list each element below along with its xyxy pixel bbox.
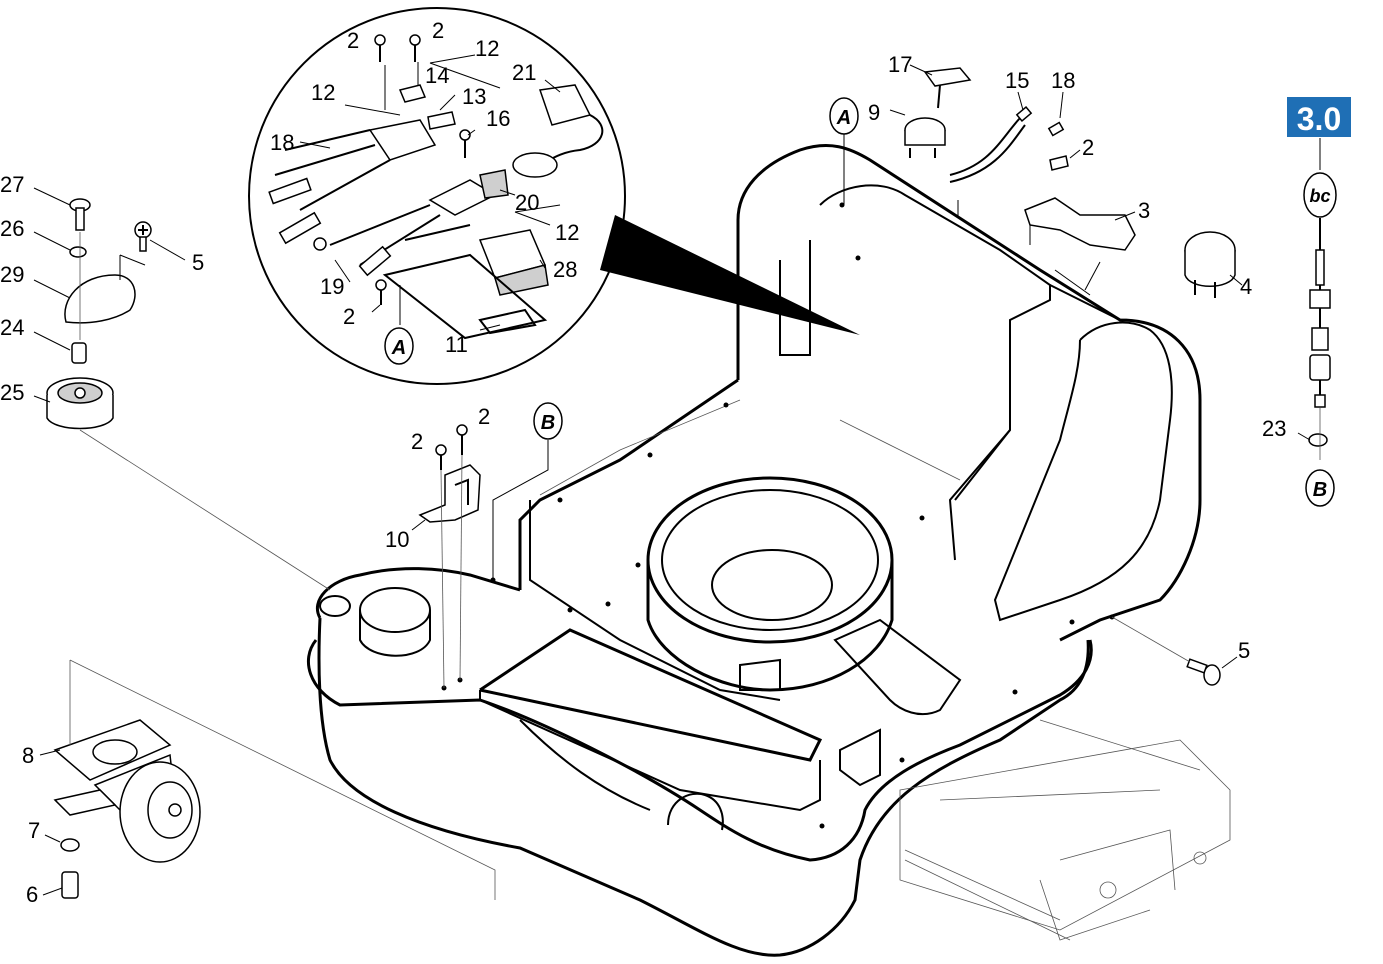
part-number-21: 21 [512,60,536,85]
part-number-4: 4 [1240,274,1252,299]
connector-assembly [268,34,604,340]
part-number-10: 10 [385,527,409,552]
part-number-27: 27 [0,172,24,197]
part-number-6: 6 [26,882,38,907]
part-number-12-zoom-c: 12 [555,220,579,245]
ref-marker-a-zoom-label: A [391,337,406,359]
ref-marker-b-right-label: B [1313,479,1327,501]
part-number-23: 23 [1262,416,1286,441]
part-number-2-zoom-c: 2 [343,304,355,329]
ref-marker-a-top-label: A [836,107,851,129]
part-number-24: 24 [0,315,24,340]
part-number-17: 17 [888,52,912,77]
part-number-3: 3 [1138,198,1150,223]
chassis-body [306,143,1231,957]
part-number-2-right: 2 [1082,135,1094,160]
part-number-19: 19 [320,274,344,299]
part-number-2-zoom-a: 2 [347,28,359,53]
part-number-16: 16 [486,106,510,131]
ref-marker-b-right: B [1305,469,1335,507]
part-number-12-zoom-a: 12 [475,36,499,61]
ref-marker-bc: bc [1303,172,1337,218]
part-number-5-right: 5 [1238,638,1250,663]
bracket-parts [411,424,549,689]
left-mount-parts [46,198,496,900]
section-badge-label: 3.0 [1297,101,1341,137]
right-top-parts [889,64,1243,686]
bowden-cable-assembly [1297,138,1331,460]
section-badge: 3.0 [1287,97,1351,137]
part-number-8: 8 [22,743,34,768]
part-number-9: 9 [868,100,880,125]
part-number-29: 29 [0,262,24,287]
part-number-25: 25 [0,380,24,405]
ref-marker-bc-label: bc [1309,186,1330,206]
ref-marker-b-mid: B [533,402,563,440]
part-number-11: 11 [445,332,468,357]
ref-marker-a-top: A [829,97,859,205]
part-number-14: 14 [425,63,449,88]
detail-zoom-circle [248,7,860,385]
part-number-26: 26 [0,216,24,241]
part-number-2-zoom-b: 2 [432,18,444,43]
part-number-18-zoom: 18 [270,130,294,155]
part-number-labels: 27 26 29 24 25 5 8 7 6 2 2 12 14 12 13 2… [0,18,1286,907]
part-number-7: 7 [28,818,40,843]
part-number-12-zoom-b: 12 [311,80,335,105]
ref-marker-a-zoom: A [384,327,414,365]
ref-marker-b-mid-label: B [541,412,555,434]
part-number-20: 20 [515,190,539,215]
part-number-5-left: 5 [192,250,204,275]
part-number-2-bracket-a: 2 [478,404,490,429]
part-number-13: 13 [462,84,486,109]
part-number-18-right: 18 [1051,68,1075,93]
part-number-2-bracket-b: 2 [411,429,423,454]
part-number-15: 15 [1005,68,1029,93]
part-number-28: 28 [553,257,577,282]
